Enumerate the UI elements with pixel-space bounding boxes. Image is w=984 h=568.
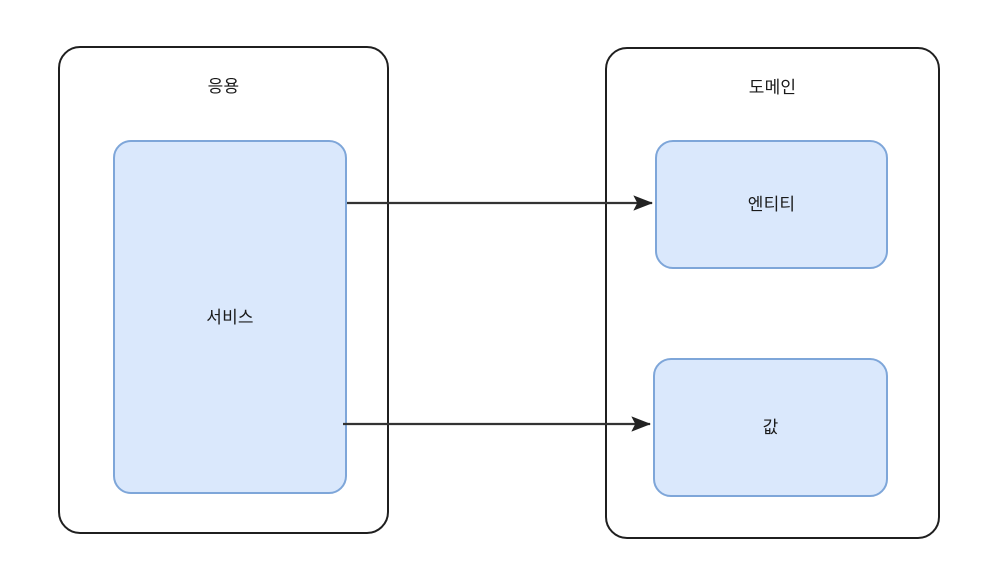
node-service[interactable]: 서비스 — [113, 140, 347, 494]
node-value-label: 값 — [762, 418, 779, 437]
node-entity[interactable]: 엔티티 — [655, 140, 888, 269]
container-application-label: 응용 — [207, 77, 240, 96]
node-entity-label: 엔티티 — [747, 195, 796, 214]
container-domain-label: 도메인 — [748, 78, 797, 97]
node-service-label: 서비스 — [206, 307, 254, 327]
node-value[interactable]: 값 — [653, 358, 888, 497]
